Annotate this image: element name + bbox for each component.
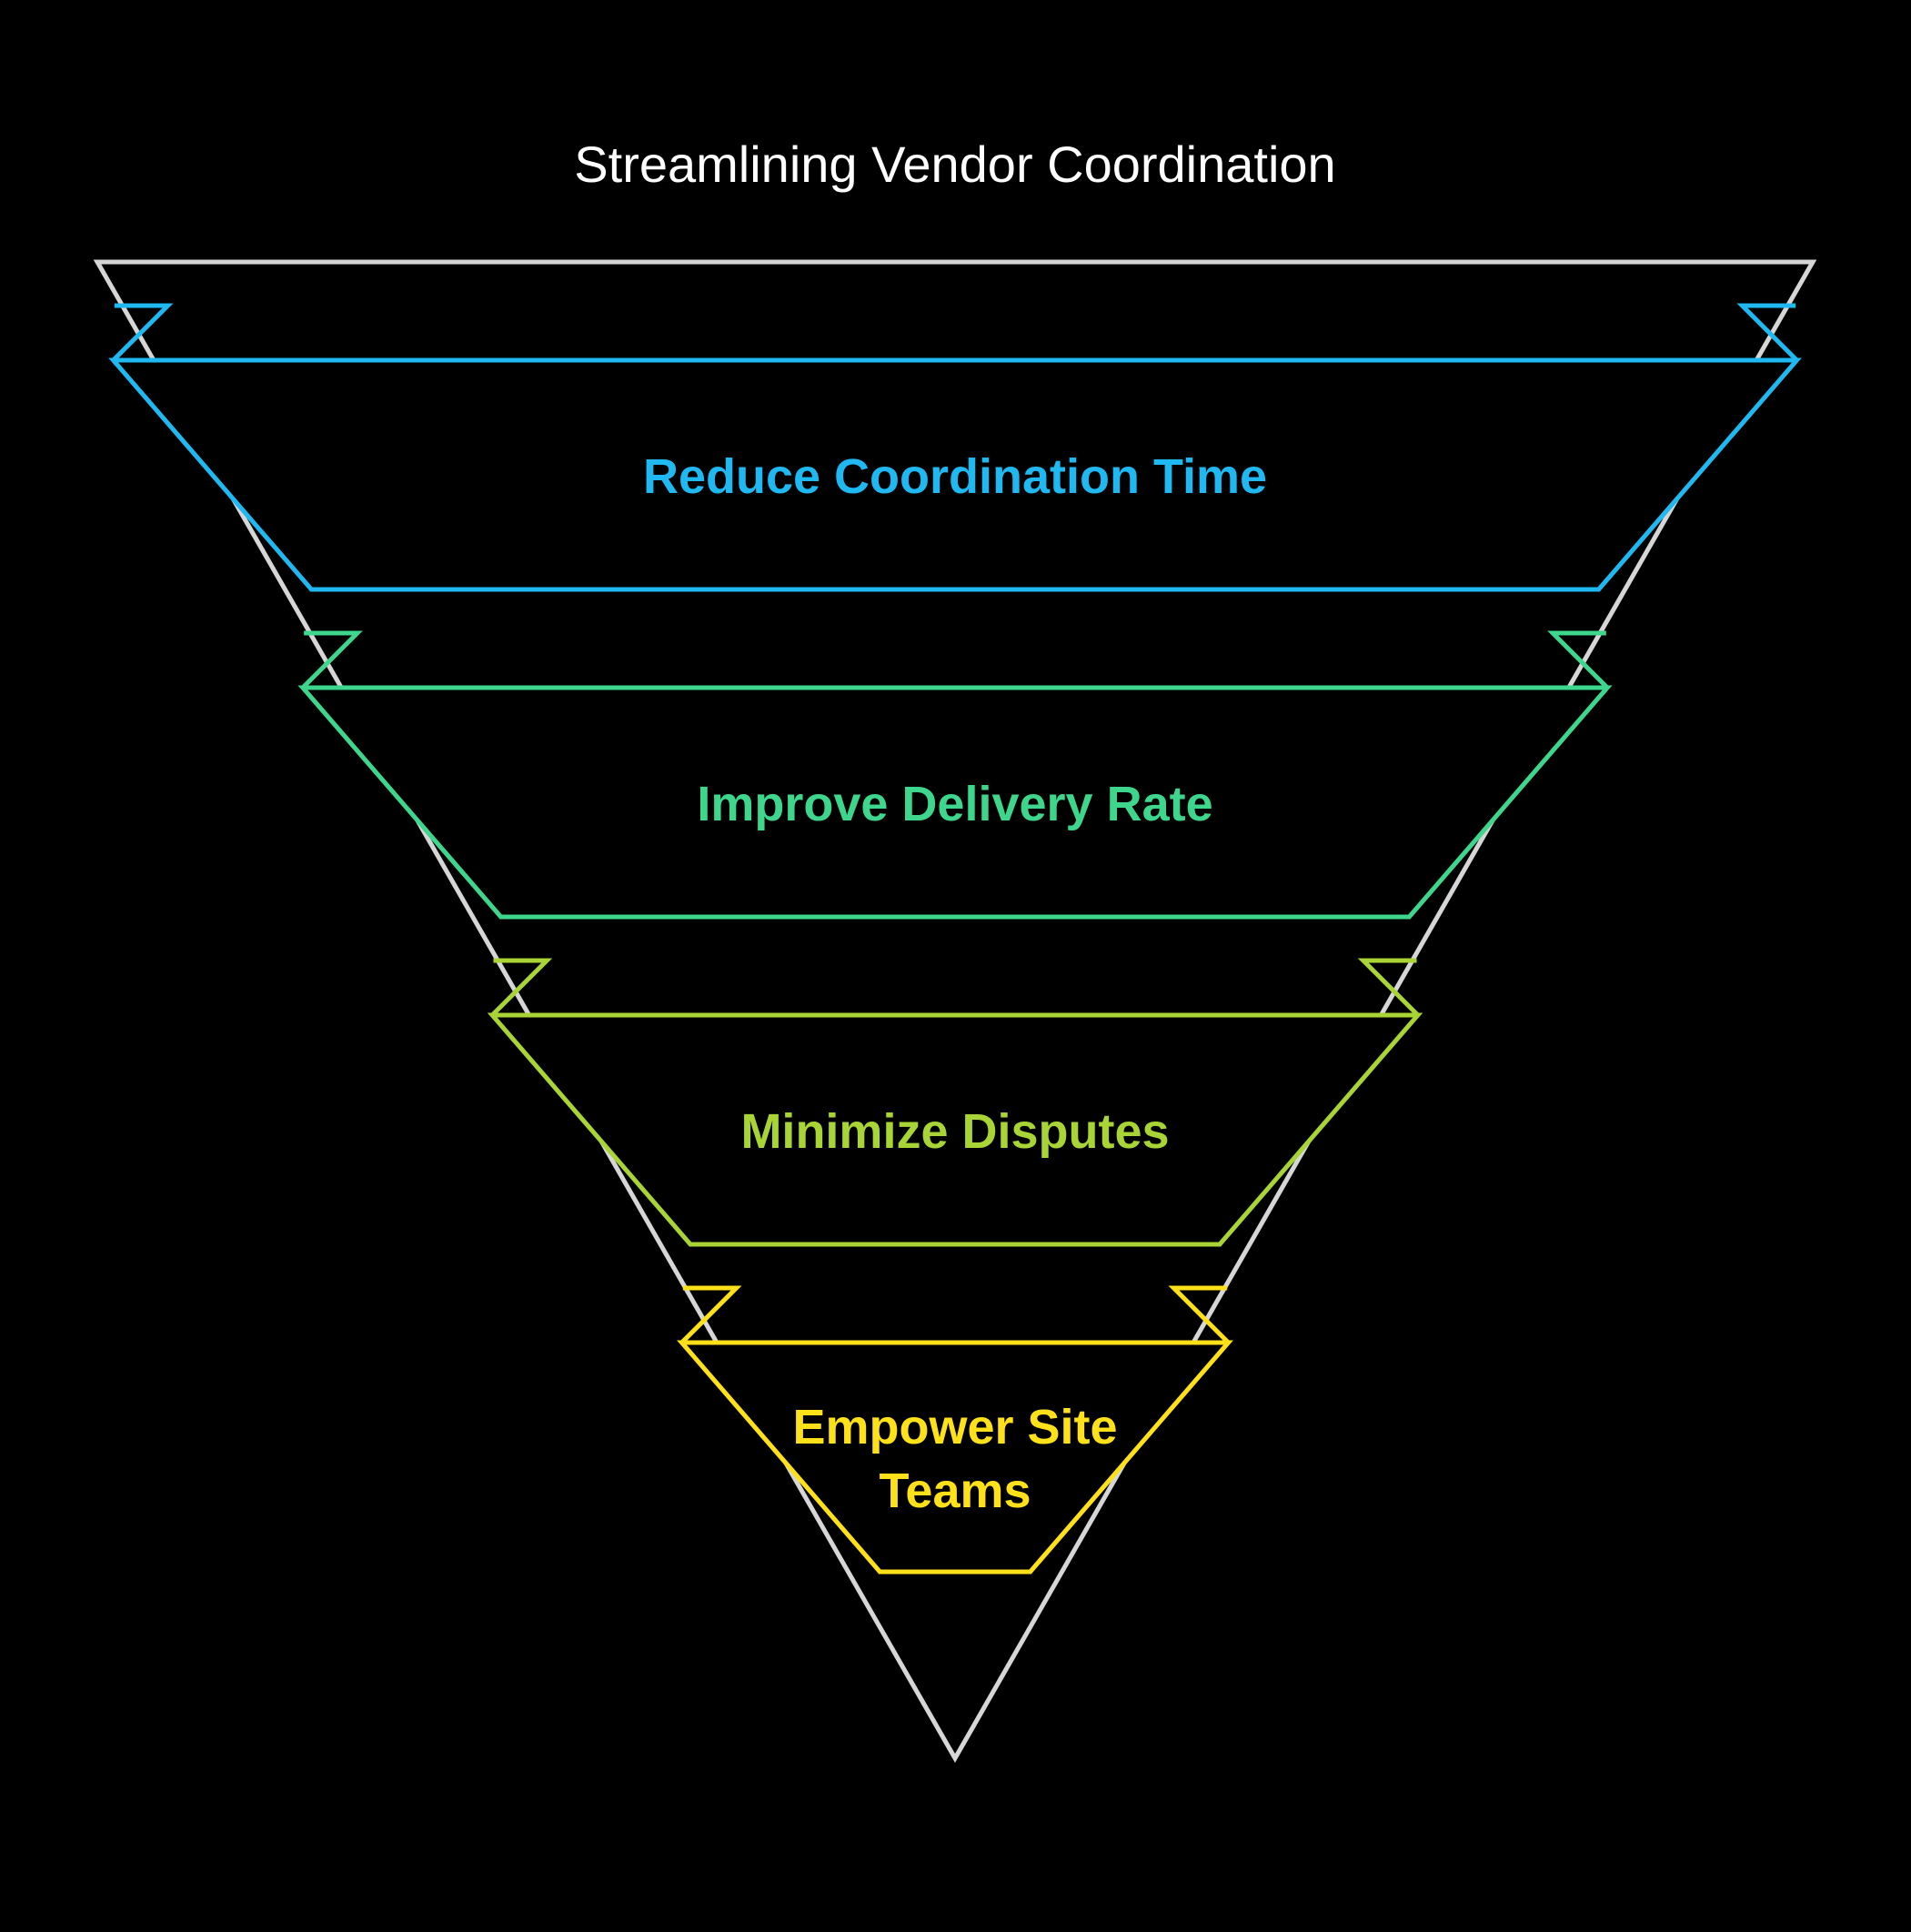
stage-left-edge (490, 958, 553, 1017)
stage-label-line: Minimize Disputes (740, 1104, 1169, 1159)
stage-right-edge (1168, 1285, 1231, 1344)
stage-left-edge (301, 630, 363, 689)
funnel-outline (93, 259, 1817, 1764)
stage-label: Improve Delivery Rate (697, 777, 1212, 831)
stage-right-edge (1547, 630, 1609, 689)
stage-right-edge (1736, 303, 1799, 362)
funnel-stage (487, 1012, 1423, 1247)
diagram-title: Streamlining Vendor Coordination (574, 136, 1335, 193)
stage-left-edge (679, 1285, 742, 1344)
stage-label-line: Reduce Coordination Time (643, 449, 1267, 504)
stage-label-line: Empower Site (792, 1400, 1117, 1454)
stage-label: Reduce Coordination Time (643, 449, 1267, 504)
stage-right-edge (1357, 958, 1420, 1017)
stage-label: Minimize Disputes (740, 1104, 1169, 1159)
funnel-stage (677, 1340, 1233, 1575)
stage-label-line: Improve Delivery Rate (697, 777, 1212, 831)
stage-left-edge (111, 303, 174, 362)
funnel-stage (108, 357, 1802, 592)
stage-label-line: Teams (879, 1464, 1031, 1518)
funnel-stage (297, 685, 1613, 920)
